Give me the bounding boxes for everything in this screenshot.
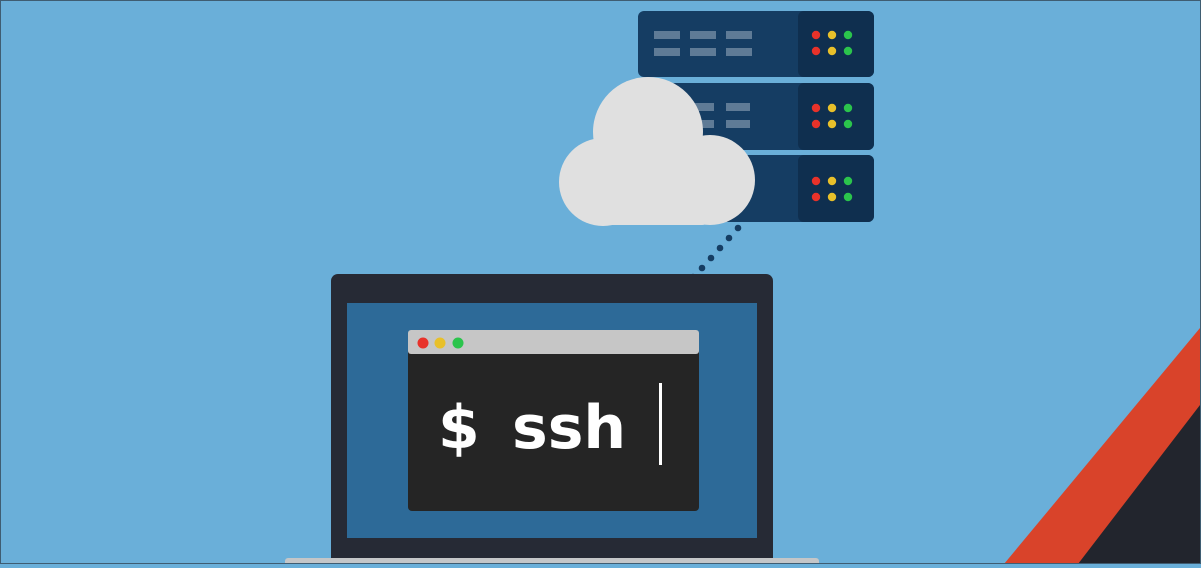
server-unit-1 <box>638 11 874 77</box>
dark-stripe <box>1078 405 1200 564</box>
terminal-titlebar <box>408 330 699 354</box>
minimize-dot-icon <box>434 337 446 349</box>
laptop-base <box>285 558 819 568</box>
cloud-icon <box>559 77 755 226</box>
text-cursor <box>659 383 662 465</box>
connection-dots <box>689 224 742 281</box>
terminal-command: ssh <box>512 393 626 463</box>
accent-stripes <box>1004 328 1200 564</box>
terminal-body <box>408 330 699 511</box>
close-dot-icon <box>417 337 429 349</box>
prompt-symbol: $ <box>438 393 480 463</box>
maximize-dot-icon <box>452 337 464 349</box>
terminal-window-icon: $ ssh <box>408 330 699 511</box>
